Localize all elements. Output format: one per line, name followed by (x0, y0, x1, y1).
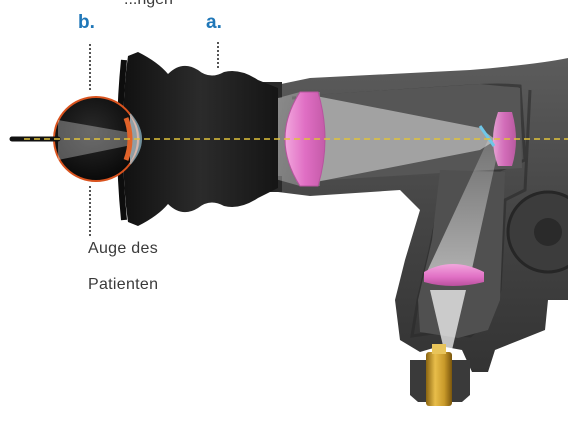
lamp-cap (432, 344, 446, 354)
eye-label-line2: Patienten (88, 276, 159, 293)
beam-vertical (424, 140, 500, 278)
lamp (426, 344, 452, 406)
top-caption-fragment: ...ngen (124, 0, 173, 9)
lamp-bulb-base (426, 352, 452, 406)
housing-inner-upper (296, 84, 522, 182)
beam-lamp (430, 290, 466, 350)
eyecup-bellows (123, 52, 278, 226)
mirror (478, 125, 496, 147)
eye-internal-beam (58, 120, 132, 160)
eye-label-line1: Auge des (88, 240, 159, 257)
label-b: b. (78, 12, 95, 33)
focus-wheel-hub (534, 218, 562, 246)
label-a: a. (206, 12, 222, 33)
condenser-lens (424, 264, 484, 286)
